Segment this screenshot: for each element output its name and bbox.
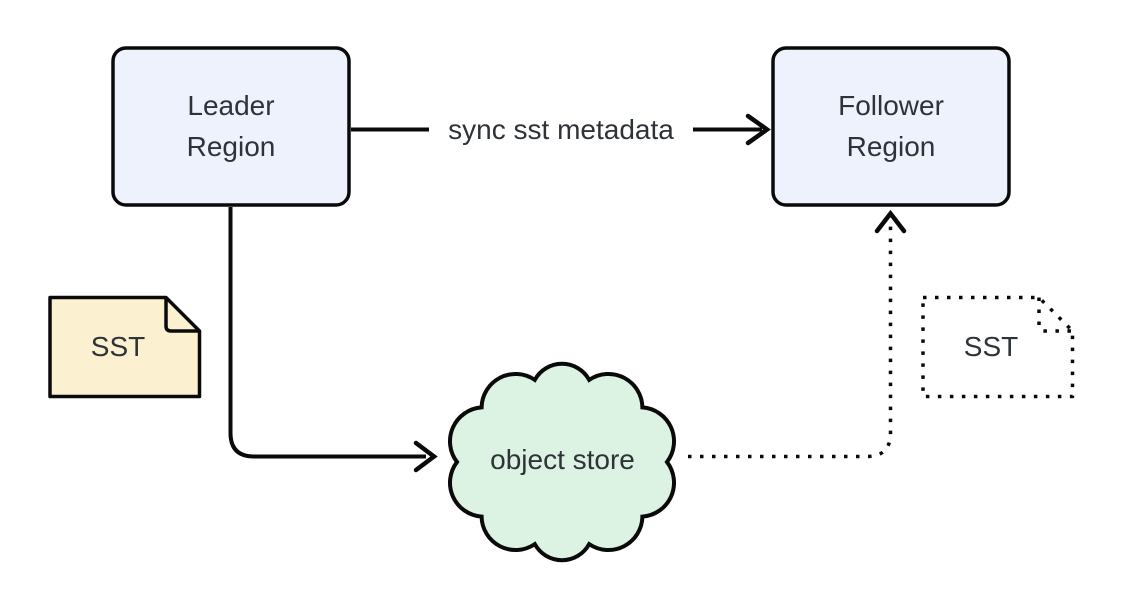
download-sst-arrowhead-icon xyxy=(874,209,907,234)
upload-sst-arrowhead-icon xyxy=(413,440,438,473)
object-store-cloud-icon xyxy=(447,361,677,563)
sst-file-icon xyxy=(48,295,202,399)
leader-region-node xyxy=(111,46,351,207)
upload-sst-edge xyxy=(228,207,426,459)
download-sst-edge xyxy=(688,224,893,459)
follower-region-node xyxy=(771,46,1011,207)
sst-file-fold-icon xyxy=(164,297,200,333)
sync-metadata-arrowhead-icon xyxy=(745,113,771,146)
sst-replica-file-icon xyxy=(921,295,1075,399)
sst-replica-file-fold-icon xyxy=(1037,297,1073,333)
